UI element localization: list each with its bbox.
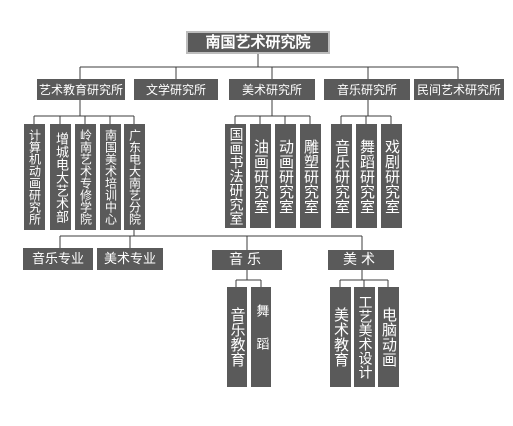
institute-literature: 文学研究所 <box>134 79 218 100</box>
unit-zengcheng: 增城电大艺术部 <box>50 124 71 230</box>
unit-nanguo-training: 南国美术培训中心 <box>100 124 121 230</box>
institute-education: 艺术教育研究所 <box>37 79 125 100</box>
institute-fine-art: 美术研究所 <box>229 79 315 100</box>
unit-guangdong-branch: 广东电大南艺分院 <box>124 124 145 230</box>
unit-lingnan: 岭南艺术专修学院 <box>75 124 96 230</box>
item-art-education: 美术教育 <box>330 287 351 387</box>
room-painting-calligraphy: 国画书法研究室 <box>225 124 246 228</box>
room-music: 音乐研究室 <box>331 124 352 228</box>
room-dance: 舞蹈研究室 <box>356 124 377 228</box>
major-music: 音乐专业 <box>23 248 93 270</box>
category-fine-art: 美术 <box>328 250 394 270</box>
unit-computer-animation: 计算机动画研究所 <box>24 124 45 230</box>
room-sculpture: 雕塑研究室 <box>300 124 321 228</box>
item-dance: 舞蹈 <box>251 287 271 387</box>
root-node: 南国艺术研究院 <box>186 31 330 54</box>
institute-folk-art: 民间艺术研究所 <box>414 79 504 100</box>
item-computer-animation: 电脑动画 <box>378 287 399 387</box>
institute-music: 音乐研究所 <box>324 79 410 100</box>
room-animation: 动画研究室 <box>275 124 296 228</box>
item-craft-design: 工艺美术设计 <box>354 287 375 387</box>
item-music-education: 音乐教育 <box>227 287 247 387</box>
category-music: 音乐 <box>212 250 282 270</box>
room-drama: 戏剧研究室 <box>381 124 402 228</box>
room-oil-painting: 油画研究室 <box>250 124 271 228</box>
major-fine-art: 美术专业 <box>97 248 163 270</box>
